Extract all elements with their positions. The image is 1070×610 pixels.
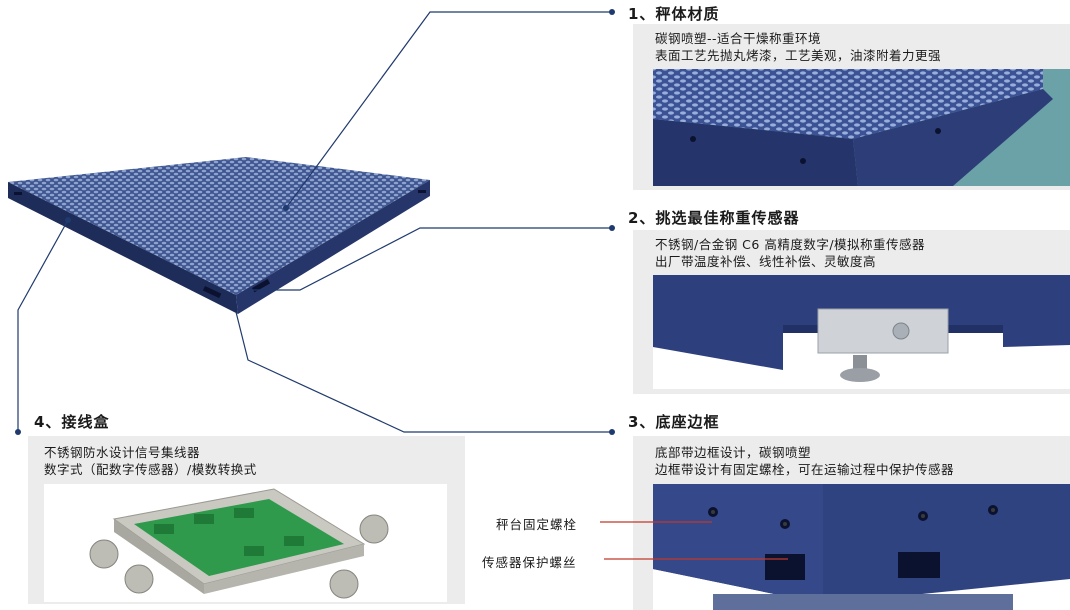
section-3-number: 3、 [628, 413, 656, 431]
section-2-line-1: 不锈钢/合金钢 C6 高精度数字/模拟称重传感器 [655, 237, 926, 252]
section-1-line-1: 碳钢喷塑--适合干燥称重环境 [655, 31, 822, 46]
section-1-photo [653, 69, 1070, 186]
section-4-title: 接线盒 [61, 413, 110, 431]
section-4-line-2: 数字式（配数字传感器）/模数转换式 [44, 462, 257, 477]
section-3-photo [653, 484, 1070, 610]
section-1-number: 1、 [628, 5, 656, 23]
section-2-number: 2、 [628, 209, 656, 227]
section-3-heading: 3、底座边框 [628, 411, 719, 432]
section-1-line-2: 表面工艺先抛丸烤漆，工艺美观，油漆附着力更强 [655, 48, 942, 63]
section-1-heading: 1、秤体材质 [628, 3, 719, 24]
section-2-title: 挑选最佳称重传感器 [655, 209, 800, 227]
section-4-panel: 不锈钢防水设计信号集线器 数字式（配数字传感器）/模数转换式 [28, 436, 465, 604]
section-2-photo [653, 275, 1070, 389]
section-4-line-1: 不锈钢防水设计信号集线器 [44, 445, 201, 460]
section-3-title: 底座边框 [655, 413, 720, 431]
section-2-line-2: 出厂带温度补偿、线性补偿、灵敏度高 [655, 254, 877, 269]
section-2-panel: 不锈钢/合金钢 C6 高精度数字/模拟称重传感器 出厂带温度补偿、线性补偿、灵敏… [633, 230, 1070, 394]
section-4-photo [44, 484, 447, 602]
section-3-line-1: 底部带边框设计，碳钢喷塑 [655, 445, 812, 460]
platform-scale-image [0, 120, 450, 320]
section-4-number: 4、 [34, 413, 62, 431]
section-1-title: 秤体材质 [655, 5, 720, 23]
sensor-protection-screw-label: 传感器保护螺丝 [482, 555, 577, 570]
section-4-heading: 4、接线盒 [34, 411, 109, 432]
section-3-line-2: 边框带设计有固定螺栓，可在运输过程中保护传感器 [655, 462, 955, 477]
fixing-bolt-label: 秤台固定螺栓 [496, 517, 578, 532]
section-2-heading: 2、挑选最佳称重传感器 [628, 207, 799, 228]
section-3-panel: 底部带边框设计，碳钢喷塑 边框带设计有固定螺栓，可在运输过程中保护传感器 [633, 436, 1070, 610]
section-1-panel: 碳钢喷塑--适合干燥称重环境 表面工艺先抛丸烤漆，工艺美观，油漆附着力更强 [633, 24, 1070, 190]
